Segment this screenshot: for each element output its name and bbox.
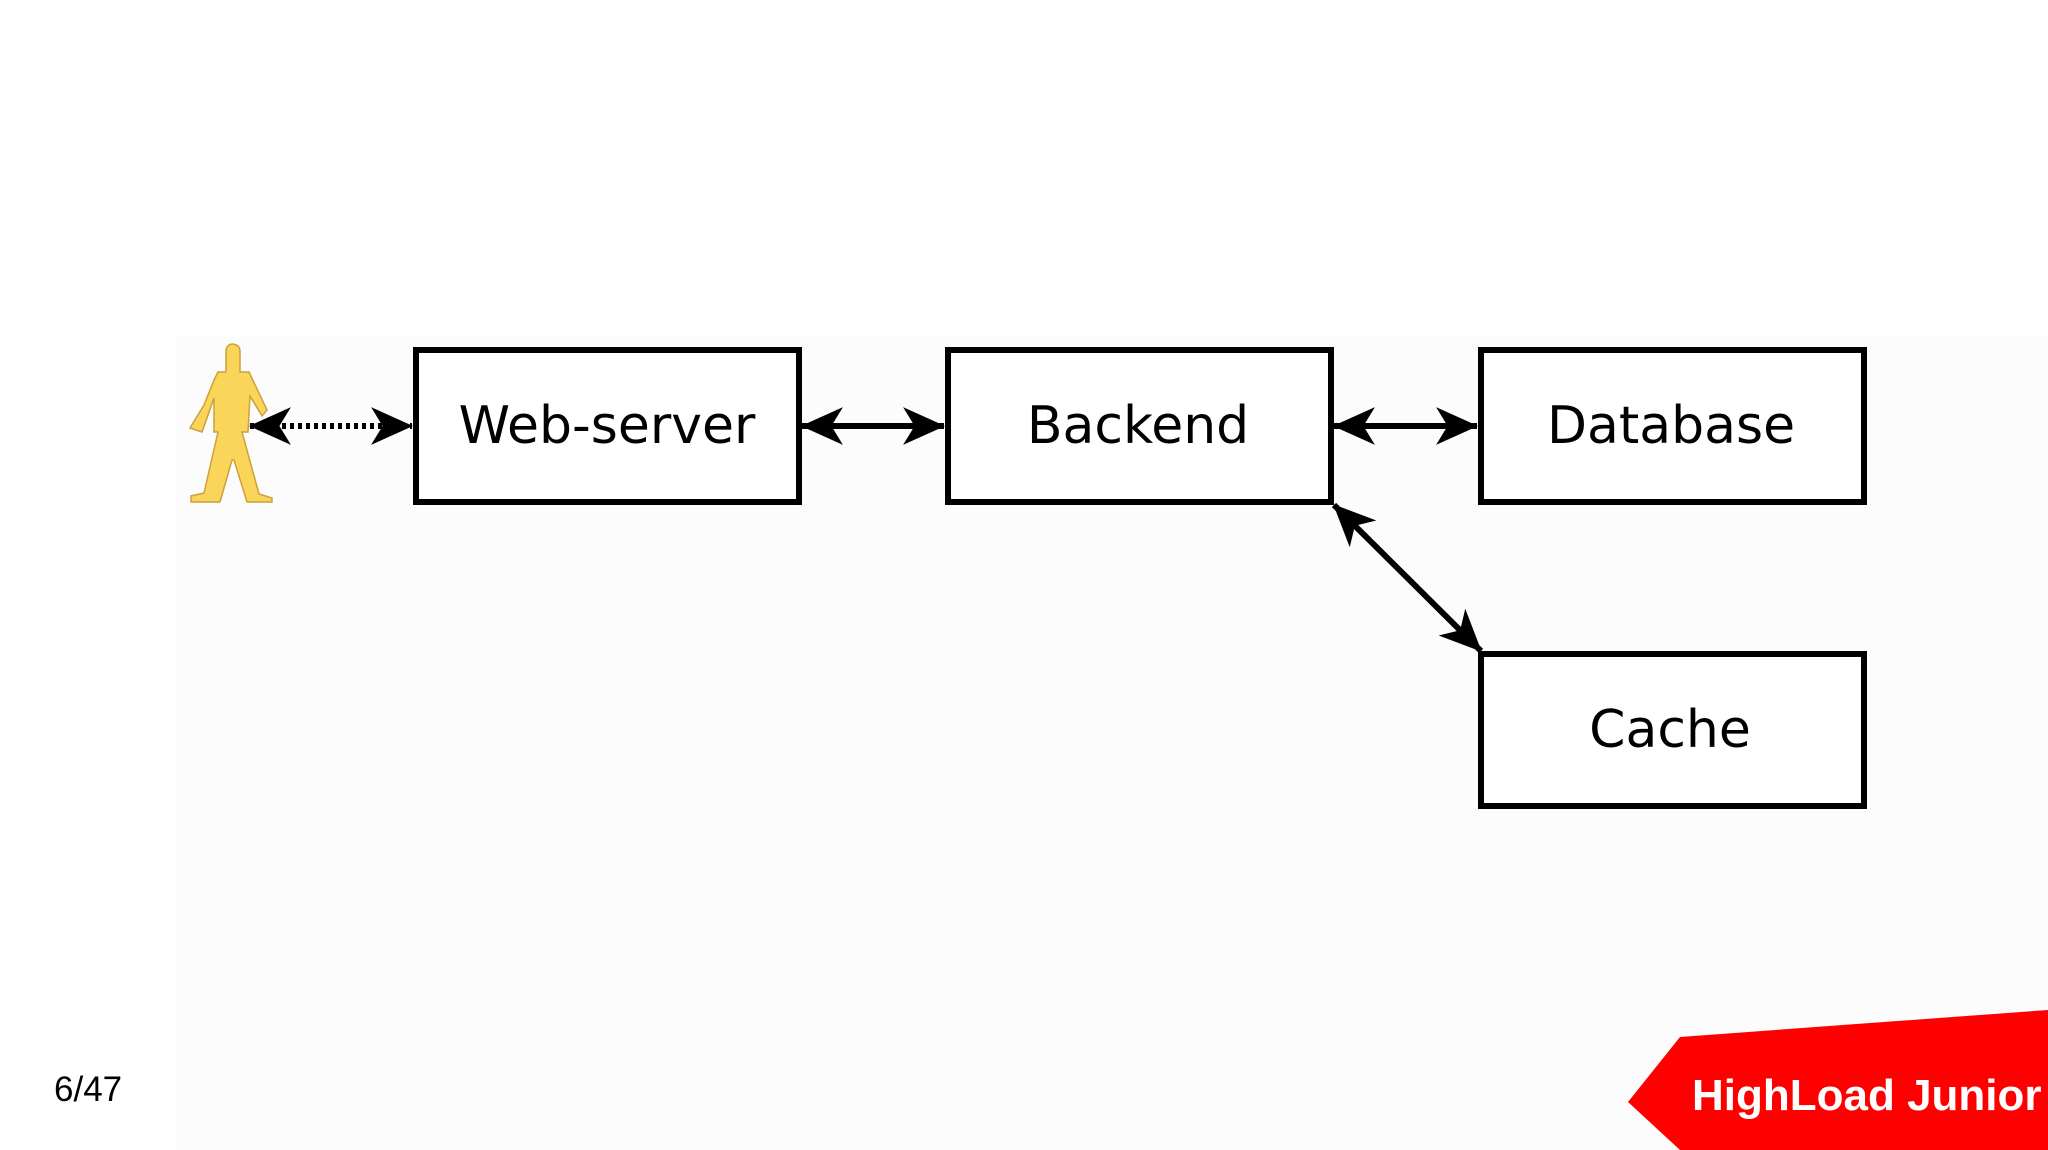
edge-backend-cache	[1331, 502, 1484, 654]
node-cache: Cache	[1478, 651, 1867, 809]
brand-name: HighLoad Junior	[1692, 1071, 2042, 1120]
page-number: 6/47	[54, 1070, 123, 1109]
node-web-server: Web-server	[413, 347, 802, 505]
brand-logo: HighLoad Junior	[1628, 1010, 2048, 1150]
node-label: Backend	[1027, 396, 1249, 456]
node-label: Database	[1547, 396, 1795, 456]
node-database: Database	[1478, 347, 1867, 505]
node-label: Cache	[1589, 700, 1751, 760]
node-label: Web-server	[459, 396, 756, 456]
node-backend: Backend	[945, 347, 1334, 505]
